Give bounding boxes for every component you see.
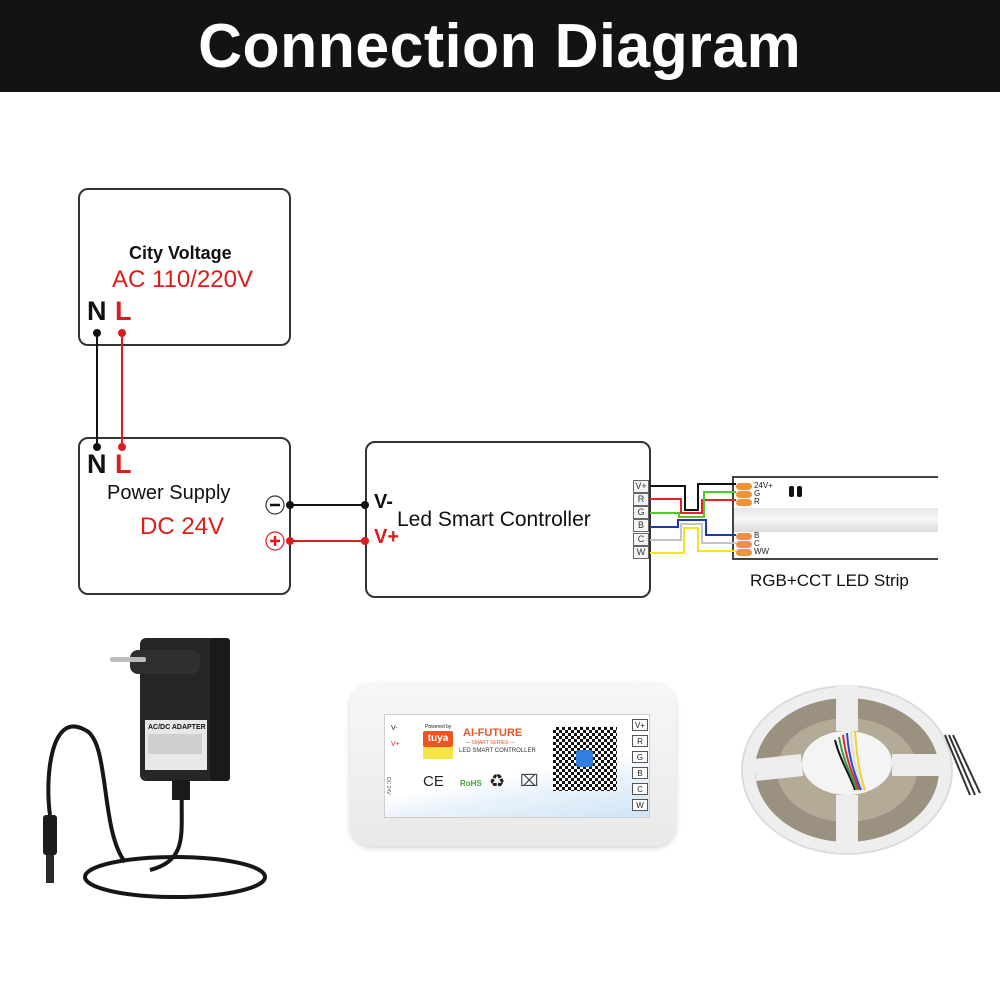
led-strip: 24V+ G R B C WW [732, 476, 938, 560]
strip-chip-1 [789, 486, 794, 497]
tuya-badge-yellow [423, 747, 453, 759]
strip-chip-2 [797, 486, 802, 497]
pad-label-24v: 24V+ [754, 481, 773, 490]
controller-title: Led Smart Controller [397, 508, 591, 531]
ctrl-photo-term-w: W [632, 799, 648, 811]
pad-ww [736, 549, 752, 556]
wire-v-plus [650, 483, 736, 511]
power-supply-voltage: DC 24V [140, 513, 225, 540]
adapter-label-text: AC/DC ADAPTER [148, 724, 206, 731]
smart-home-icon [576, 750, 593, 767]
reel-wire-yellow [854, 730, 866, 791]
terminal-w: W [633, 546, 649, 559]
rohs-mark: RoHS [460, 779, 482, 788]
eu-plug-base [130, 650, 200, 674]
terminal-v-plus: V+ [633, 480, 649, 493]
terminal-c: C [633, 533, 649, 546]
weee-bin-icon: ⌧ [520, 773, 539, 790]
pad-b [736, 533, 752, 540]
wire-r [650, 498, 736, 514]
terminal-g: G [633, 506, 649, 519]
eu-plug-pin [110, 657, 146, 662]
controller-input-negative: V- [374, 491, 393, 513]
pad-label-b: B [754, 531, 760, 540]
ctrl-photo-vplus: V+ [391, 741, 400, 748]
dc-plug-tip [46, 855, 54, 883]
city-voltage-title: City Voltage [129, 243, 232, 263]
power-supply-box [78, 437, 291, 595]
adapter-cord [46, 724, 184, 872]
tuya-logo: tuya [423, 731, 453, 747]
city-terminal-l: L [115, 296, 132, 326]
wire-b [650, 519, 736, 536]
ctrl-photo-term-vplus: V+ [632, 719, 648, 731]
terminal-b: B [633, 519, 649, 532]
dc-plug [43, 815, 57, 855]
ctrl-photo-dc: DC 24V [385, 777, 391, 795]
power-supply-title: Power Supply [107, 482, 231, 504]
led-reel-photo [741, 685, 981, 855]
city-voltage-value: AC 110/220V [112, 266, 253, 293]
reel-spokes [753, 685, 940, 853]
pad-label-ww: WW [754, 547, 770, 556]
strip-diffuser-band [734, 508, 938, 532]
controller-photo-label: V- V+ Powered by tuya AI-FUTURE — SMART … [384, 714, 650, 818]
psu-terminal-n: N [87, 449, 107, 479]
pad-label-c: C [754, 539, 760, 548]
city-voltage-box [78, 188, 291, 346]
wire-w [650, 527, 736, 554]
header-banner: Connection Diagram [0, 0, 1000, 92]
pad-g [736, 491, 752, 498]
brand-product: LED SMART CONTROLLER [459, 748, 536, 754]
page-title: Connection Diagram [198, 11, 802, 81]
adapter-side [210, 638, 230, 781]
controller-box [365, 441, 651, 598]
ctrl-photo-term-c: C [632, 783, 648, 795]
adapter-strain-relief [172, 780, 190, 800]
ce-mark: CE [423, 773, 444, 790]
pad-c [736, 541, 752, 548]
reel-wire-red [842, 734, 860, 791]
pad-24v [736, 483, 752, 490]
brand-series: — SMART SERIES — [465, 740, 515, 746]
pad-label-g: G [754, 489, 761, 498]
powered-by-text: Powered by [425, 724, 452, 730]
city-terminal-n: N [87, 296, 107, 326]
reel-tail-wires [944, 734, 981, 796]
strip-caption: RGB+CCT LED Strip [750, 571, 909, 590]
ctrl-photo-term-b: B [632, 767, 648, 779]
wire-c [650, 523, 736, 544]
ctrl-photo-term-g: G [632, 751, 648, 763]
brand-logo: AI-FUTURE [463, 727, 523, 739]
controller-photo: V- V+ Powered by tuya AI-FUTURE — SMART … [350, 683, 676, 846]
reel-wire-green [838, 736, 858, 791]
ctrl-photo-vminus: V- [391, 725, 398, 732]
adapter-photo: AC/DC ADAPTER [43, 638, 267, 899]
pad-label-r: R [754, 497, 760, 506]
psu-terminal-l: L [115, 449, 132, 479]
adapter-label-lines [148, 734, 202, 754]
terminal-r: R [633, 493, 649, 506]
controller-input-positive: V+ [374, 526, 400, 548]
pad-r [736, 499, 752, 506]
reel-lead-wires [834, 739, 856, 791]
reel-wire-blue [846, 732, 862, 791]
reel-wire-white [850, 731, 864, 791]
adapter-cord-loop [83, 855, 267, 899]
ctrl-photo-term-r: R [632, 735, 648, 747]
recycle-icon: ♻ [489, 771, 506, 791]
wire-g [650, 491, 736, 518]
